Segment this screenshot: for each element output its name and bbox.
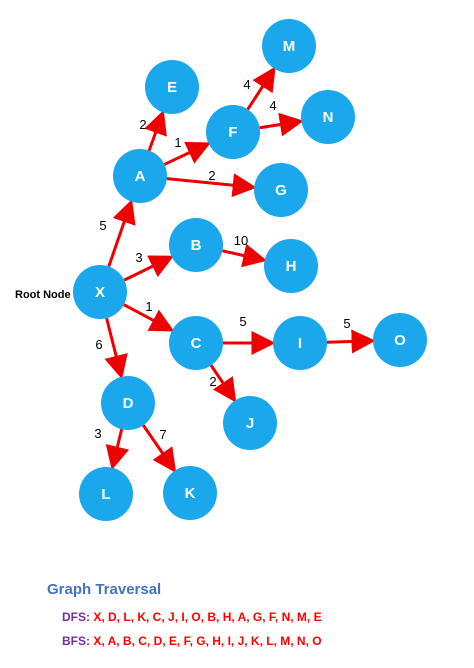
edge-a-e — [144, 110, 167, 152]
node-j: J — [223, 396, 277, 450]
node-c: C — [169, 316, 223, 370]
node-x: X — [73, 265, 127, 319]
node-label-a: A — [135, 168, 146, 185]
edge-weight-x-d: 6 — [95, 337, 102, 352]
edge-weight-f-m: 4 — [243, 77, 250, 92]
node-k: K — [163, 466, 217, 520]
edge-x-c — [123, 303, 175, 332]
node-circle-e — [145, 60, 199, 114]
edge-weight-b-h: 10 — [234, 233, 248, 248]
edge-weight-d-k: 7 — [159, 427, 166, 442]
edge-weight-x-c: 1 — [145, 299, 152, 314]
node-label-x: X — [95, 284, 105, 301]
node-m: M — [262, 19, 316, 73]
node-circle-n — [301, 90, 355, 144]
node-circle-h — [264, 239, 318, 293]
edge-i-o — [326, 329, 376, 354]
node-circle-k — [163, 466, 217, 520]
edges-layer: 5 3 1 6 2 1 2 4 4 10 5 5 2 3 7 — [94, 66, 376, 473]
edge-a-f — [163, 141, 211, 166]
edge-d-k — [142, 424, 177, 473]
node-circle-f — [206, 105, 260, 159]
node-f: F — [206, 105, 260, 159]
node-e: E — [145, 60, 199, 114]
node-g: G — [254, 163, 308, 217]
edge-d-l — [105, 428, 130, 471]
edge-f-m — [246, 66, 276, 111]
edge-x-a — [107, 199, 136, 267]
node-circle-j — [223, 396, 277, 450]
edge-weight-x-a: 5 — [99, 218, 106, 233]
node-label-f: F — [228, 124, 237, 141]
node-circle-c — [169, 316, 223, 370]
edge-c-j — [209, 364, 237, 403]
node-i: I — [273, 316, 327, 370]
edge-x-d — [104, 317, 128, 380]
edge-weight-c-i: 5 — [239, 314, 246, 329]
node-label-c: C — [191, 335, 202, 352]
node-circle-o — [373, 313, 427, 367]
node-label-m: M — [283, 38, 296, 55]
node-label-n: N — [323, 109, 334, 126]
node-label-e: E — [167, 79, 177, 96]
edge-weight-a-e: 2 — [139, 117, 146, 132]
node-circle-l — [79, 467, 133, 521]
edge-b-h — [222, 243, 268, 268]
root-node-label: Root Node — [15, 289, 71, 301]
node-circle-i — [273, 316, 327, 370]
node-b: B — [169, 218, 223, 272]
node-label-b: B — [191, 237, 202, 254]
edge-weight-x-b: 3 — [135, 250, 142, 265]
edge-weight-a-g: 2 — [208, 168, 215, 183]
node-h: H — [264, 239, 318, 293]
node-label-j: J — [246, 415, 254, 432]
node-label-h: H — [286, 258, 297, 275]
edge-weight-d-l: 3 — [94, 426, 101, 441]
node-circle-d — [101, 376, 155, 430]
edge-a-g — [166, 173, 257, 198]
node-circle-x — [73, 265, 127, 319]
edge-weight-a-f: 1 — [174, 135, 181, 150]
node-label-g: G — [275, 182, 287, 199]
node-label-k: K — [185, 485, 196, 502]
node-a: A — [113, 149, 167, 203]
node-label-i: I — [298, 335, 302, 352]
edge-weight-i-o: 5 — [343, 316, 350, 331]
edge-weight-c-j: 2 — [209, 374, 216, 389]
node-d: D — [101, 376, 155, 430]
node-o: O — [373, 313, 427, 367]
node-n: N — [301, 90, 355, 144]
node-label-d: D — [123, 395, 134, 412]
edge-weight-f-n: 4 — [269, 98, 276, 113]
edge-x-b — [123, 255, 174, 282]
nodes-layer: X A B C D E F G H I J K L M N O — [73, 19, 427, 521]
node-circle-a — [113, 149, 167, 203]
node-circle-b — [169, 218, 223, 272]
node-circle-g — [254, 163, 308, 217]
node-label-l: L — [101, 486, 110, 503]
node-l: L — [79, 467, 133, 521]
node-circle-m — [262, 19, 316, 73]
edge-f-n — [259, 112, 304, 137]
node-label-o: O — [394, 332, 406, 349]
